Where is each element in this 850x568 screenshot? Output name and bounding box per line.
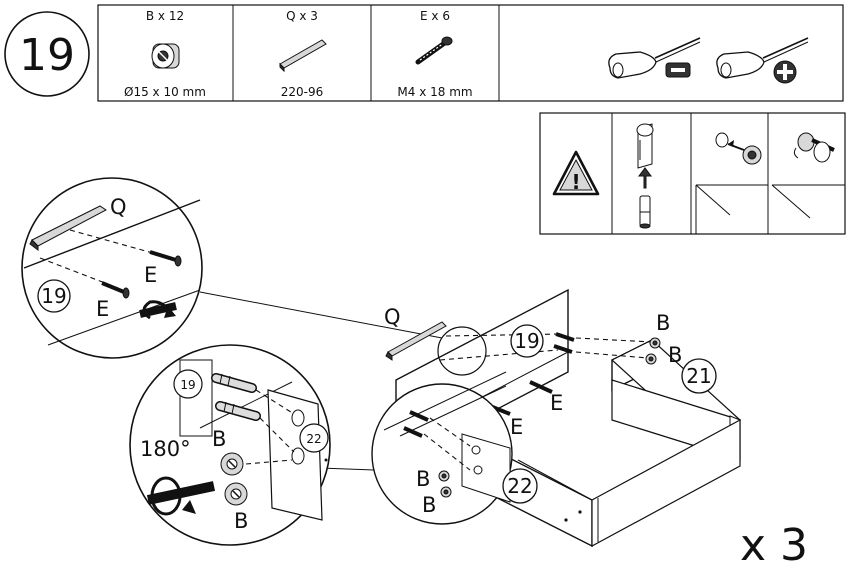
label-b-rot-2: B [234,509,248,533]
label-q-main: Q [384,305,401,329]
warning-triangle-icon: ! [552,150,600,196]
cam-placement-illustration [695,132,768,234]
cam-lock-icon [151,43,180,69]
screw-icon [529,380,553,394]
label-b-detail-1: B [416,467,430,491]
cam-lock-icon [438,470,450,482]
label-e-upper: E [144,263,157,287]
screw-icon [415,36,453,65]
dowel-insert-illustration [636,123,654,229]
callout-line [199,291,443,339]
part-q-spec: 220-96 [281,85,324,99]
dowel-icon [211,373,257,393]
screwdriver-rotate-icon [146,476,216,516]
step-number: 19 [19,30,75,81]
screw-icon [403,426,423,438]
part-b-qty: B x 12 [146,9,184,23]
label-q: Q [110,195,127,219]
detail-cam-locks: B B 22 [371,371,538,525]
flat-screwdriver-icon [608,37,701,79]
ref-21-badge: 21 [686,364,711,388]
screw-icon [555,332,575,342]
callout-line [319,467,375,471]
cam-lock-instruction-panel: ! [539,112,846,235]
label-b-detail-2: B [422,493,436,517]
cam-lock-icon [224,482,248,506]
ref-22-main: 22 [507,474,532,498]
part-q-cell: Q x 3 220-96 [279,9,327,99]
ref-22-rot: 22 [306,432,321,446]
screw-icon [409,410,429,422]
part-e-spec: M4 x 18 mm [397,85,472,99]
phillips-screwdriver-icon [716,37,809,84]
label-e-lower: E [96,297,109,321]
label-b-main-2: B [668,343,682,367]
part-q-qty: Q x 3 [286,9,318,23]
step-badge: 19 [4,11,90,97]
screw-icon [149,250,182,267]
detail-cam-rotation: 180° B B 19 22 [129,344,331,546]
ref-19-rot: 19 [180,378,195,392]
part-b-spec: Ø15 x 10 mm [124,85,206,99]
ref-19-main: 19 [514,329,539,353]
cam-lock-icon [645,353,657,365]
label-e-main-1: E [550,391,563,415]
part-e-cell: E x 6 M4 x 18 mm [397,9,472,99]
part-e-qty: E x 6 [420,9,450,23]
part-b-cell: B x 12 Ø15 x 10 mm [124,9,206,99]
dowel-icon [215,401,261,421]
cam-lock-icon [440,486,452,498]
label-b-main-1: B [656,311,670,335]
warning-mark: ! [571,170,580,194]
cam-lock-icon [649,337,661,349]
handle-bar-icon [279,39,327,73]
parts-table: B x 12 Ø15 x 10 mm Q x 3 220-96 E x 6 [97,4,844,102]
rotation-label: 180° [140,437,191,461]
label-e-main-2: E [510,415,523,439]
ref-19-badge: 19 [41,284,66,308]
cam-tighten-illustration [771,132,845,219]
label-b-rot-1: B [212,427,226,451]
detail-handle-screws: Q E E 19 [21,177,203,359]
screw-icon [553,344,573,354]
quantity-multiplier: x 3 [740,520,808,568]
cam-lock-icon [220,452,244,476]
screw-icon [101,281,130,299]
screwdriver-rotate-icon [139,300,177,320]
